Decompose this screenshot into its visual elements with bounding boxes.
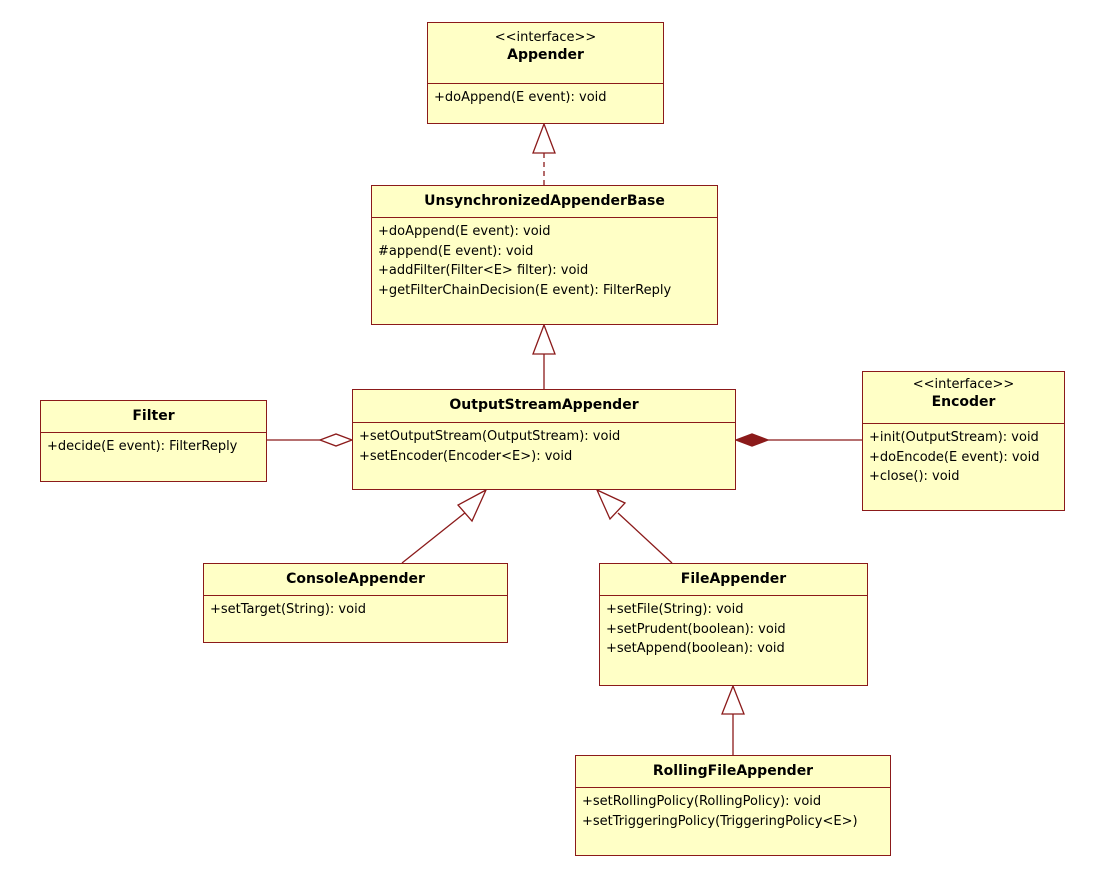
operation: +setEncoder(Encoder<E>): void [359, 448, 573, 464]
operation: +setTriggeringPolicy(TriggeringPolicy<E>… [582, 813, 858, 829]
operation: +close(): void [869, 469, 960, 484]
composition-diamond [734, 433, 770, 447]
operation: +decide(E event): FilterReply [47, 439, 238, 454]
operation: +addFilter(Filter<E> filter): void [378, 263, 589, 278]
operations-compartment: +doAppend(E event): void [428, 84, 663, 108]
class-header: <<interface>> Appender [428, 23, 663, 84]
operation: +setAppend(boolean): void [606, 641, 785, 656]
aggregation-diamond [318, 433, 354, 447]
operations-compartment: +setRollingPolicy(RollingPolicy): void +… [576, 788, 890, 831]
class-header: FileAppender [600, 564, 867, 596]
class-header: OutputStreamAppender [353, 390, 735, 423]
class-filter: Filter +decide(E event): FilterReply [40, 400, 267, 482]
class-unsynchronized-appender-base: UnsynchronizedAppenderBase +doAppend(E e… [371, 185, 718, 325]
class-file-appender: FileAppender +setFile(String): void +set… [599, 563, 868, 686]
class-encoder: <<interface>> Encoder +init(OutputStream… [862, 371, 1065, 511]
operation: +doAppend(E event): void [378, 224, 551, 239]
class-name: Filter [132, 408, 175, 424]
generalization-line-console [401, 511, 467, 564]
operations-compartment: +doAppend(E event): void #append(E event… [372, 218, 717, 300]
class-header: ConsoleAppender [204, 564, 507, 596]
operation: +init(OutputStream): void [869, 430, 1039, 445]
class-name: Appender [507, 47, 584, 63]
operation: #append(E event): void [378, 243, 534, 259]
class-header: RollingFileAppender [576, 756, 890, 788]
class-name: Encoder [931, 394, 996, 410]
class-output-stream-appender: OutputStreamAppender +setOutputStream(Ou… [352, 389, 736, 490]
operation: +getFilterChainDecision(E event): Filter… [378, 282, 672, 298]
operation: +doAppend(E event): void [434, 90, 607, 105]
operation: +setRollingPolicy(RollingPolicy): void [582, 794, 822, 809]
class-rolling-file-appender: RollingFileAppender +setRollingPolicy(Ro… [575, 755, 891, 856]
operation: +doEncode(E event): void [869, 449, 1040, 465]
generalization-line-file [617, 512, 673, 564]
class-console-appender: ConsoleAppender +setTarget(String): void [203, 563, 508, 643]
class-header: UnsynchronizedAppenderBase [372, 186, 717, 218]
operations-compartment: +setFile(String): void +setPrudent(boole… [600, 596, 867, 659]
operations-compartment: +decide(E event): FilterReply [41, 433, 266, 457]
stereotype-label: <<interface>> [912, 377, 1015, 392]
operation: +setPrudent(boolean): void [606, 621, 786, 637]
class-header: Filter [41, 401, 266, 433]
class-name: FileAppender [680, 571, 787, 587]
generalization-arrowhead-console [456, 488, 488, 523]
generalization-arrowhead-rolling [721, 684, 745, 715]
generalization-arrowhead-unsync [532, 323, 556, 355]
operation: +setTarget(String): void [210, 602, 366, 617]
class-header: <<interface>> Encoder [863, 372, 1064, 424]
operation: +setFile(String): void [606, 602, 744, 617]
operation: +setOutputStream(OutputStream): void [359, 429, 621, 444]
class-appender: <<interface>> Appender +doAppend(E event… [427, 22, 664, 124]
operations-compartment: +setOutputStream(OutputStream): void +se… [353, 423, 735, 466]
operations-compartment: +setTarget(String): void [204, 596, 507, 620]
operations-compartment: +init(OutputStream): void +doEncode(E ev… [863, 424, 1064, 487]
class-name: ConsoleAppender [286, 571, 425, 587]
realization-arrowhead [532, 122, 556, 154]
class-name: UnsynchronizedAppenderBase [424, 193, 665, 209]
class-name: OutputStreamAppender [449, 397, 639, 413]
class-name: RollingFileAppender [652, 763, 814, 779]
stereotype-label: <<interface>> [494, 30, 597, 45]
generalization-arrowhead-file [595, 488, 627, 521]
